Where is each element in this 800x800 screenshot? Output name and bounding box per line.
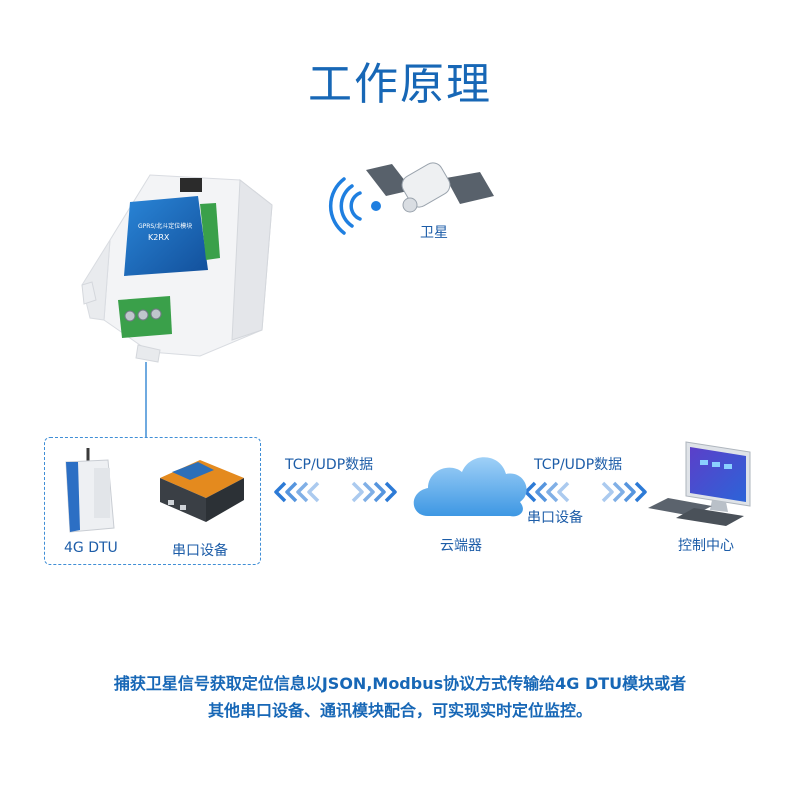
satellite-icon — [328, 162, 494, 235]
chevron-right-icon — [351, 481, 364, 503]
chevron-right-icon — [623, 481, 636, 503]
left-data-arrows — [274, 481, 397, 503]
chevron-left-icon — [296, 481, 309, 503]
chevron-right-icon — [384, 481, 397, 503]
dtu-label: 4G DTU — [64, 540, 118, 556]
module-name-text: GPRS/北斗定位模块 — [138, 222, 192, 230]
chevron-right-icon — [373, 481, 386, 503]
note-line-2: 其他串口设备、通讯模块配合，可实现实时定位监控。 — [207, 701, 592, 720]
chevron-left-icon — [557, 481, 570, 503]
dtu-device-image — [65, 448, 115, 533]
chevron-left-icon — [307, 481, 320, 503]
module-model-text: K2RX — [148, 233, 170, 242]
page-title: 工作原理 — [308, 59, 492, 110]
serial-device-left-label: 串口设备 — [172, 543, 228, 559]
cloud-icon — [413, 457, 527, 517]
serial-device-image — [160, 460, 244, 522]
chevron-left-icon — [535, 481, 548, 503]
computer-icon — [648, 441, 751, 526]
chevron-right-icon — [634, 481, 647, 503]
chevron-left-icon — [546, 481, 559, 503]
description-note: 捕获卫星信号获取定位信息以JSON,Modbus协议方式传输给4G DTU模块或… — [40, 670, 760, 724]
right-protocol-label: TCP/UDP数据 — [534, 457, 623, 473]
cloud-label: 云端器 — [440, 538, 482, 554]
gps-module-image — [81, 174, 273, 363]
dtu-serial-group-box — [44, 437, 261, 565]
chevron-left-icon — [524, 481, 537, 503]
chevron-right-icon — [362, 481, 375, 503]
chevron-right-icon — [612, 481, 625, 503]
left-protocol-label: TCP/UDP数据 — [285, 457, 374, 473]
note-line-1: 捕获卫星信号获取定位信息以JSON,Modbus协议方式传输给4G DTU模块或… — [113, 674, 687, 693]
control-center-label: 控制中心 — [678, 538, 734, 554]
chevron-right-icon — [601, 481, 614, 503]
satellite-label: 卫星 — [420, 225, 448, 241]
chevron-left-icon — [274, 481, 287, 503]
chevron-left-icon — [285, 481, 298, 503]
right-data-arrows — [524, 481, 647, 503]
serial-device-right-label: 串口设备 — [527, 510, 583, 526]
